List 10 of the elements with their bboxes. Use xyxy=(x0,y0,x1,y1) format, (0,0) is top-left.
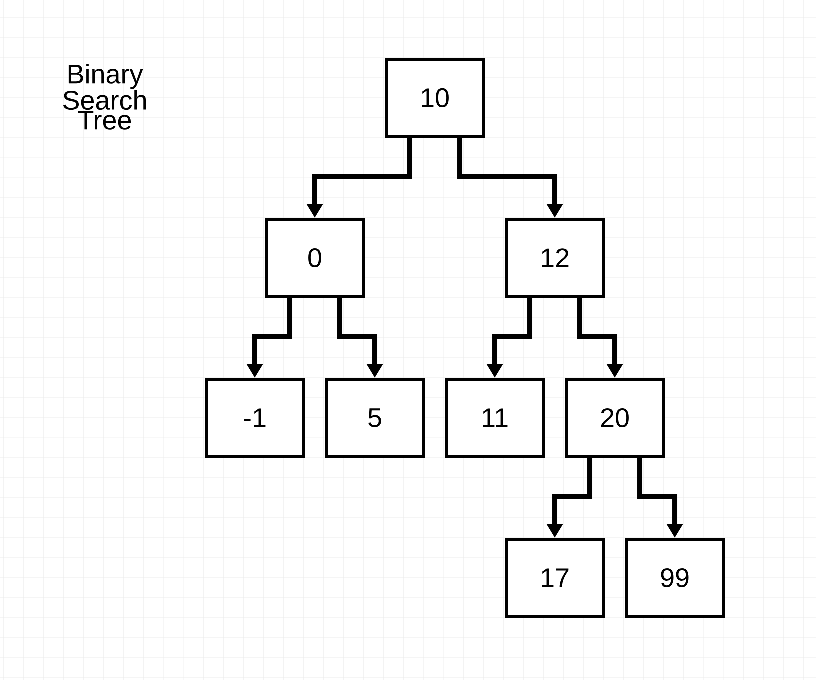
number-box: 20 xyxy=(565,378,665,458)
title: Binary Search Tree xyxy=(63,64,146,130)
number-box: 10 xyxy=(385,58,485,138)
number-box: 17 xyxy=(505,538,605,618)
number-box: -1 xyxy=(205,378,305,458)
number-box: 99 xyxy=(625,538,725,618)
number-box: 0 xyxy=(265,218,365,298)
number-box: 12 xyxy=(505,218,605,298)
number-box: 5 xyxy=(325,378,425,458)
number-box: 11 xyxy=(445,378,545,458)
